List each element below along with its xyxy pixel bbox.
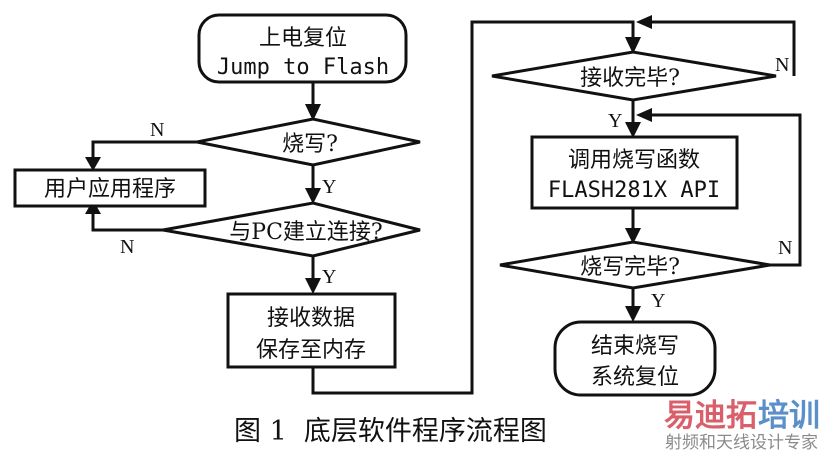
end-line2: 系统复位: [591, 365, 679, 390]
label-connect-yes: Y: [322, 266, 336, 288]
receive-data-box: [226, 292, 397, 369]
arrowhead: [625, 228, 641, 244]
arrowhead: [636, 15, 652, 29]
call-burn-line1: 调用烧写函数: [568, 148, 700, 173]
receive-done-text: 接收完毕?: [580, 66, 680, 91]
label-burn-done-yes: Y: [651, 290, 665, 312]
arrowhead: [85, 157, 101, 171]
connector-connect-no: [91, 205, 163, 232]
burn-decision-text: 烧写?: [282, 132, 338, 157]
user-app-text: 用户应用程序: [44, 177, 176, 202]
start-line1: 上电复位: [259, 26, 347, 51]
label-receive-no: N: [775, 54, 789, 76]
watermark-tagline: 射频和天线设计专家: [665, 433, 818, 453]
connect-decision: [162, 201, 421, 258]
label-connect-no: N: [120, 236, 134, 258]
connector-receive-done-no: [645, 20, 796, 76]
receive-done-decision: [491, 50, 777, 102]
arrowhead: [625, 306, 641, 322]
connector-burn-done-no: [645, 113, 802, 267]
burn-done-decision: [499, 240, 771, 290]
call-burn-box: [530, 135, 739, 210]
receive-data-line1: 接收数据: [267, 306, 355, 331]
arrowhead: [636, 108, 652, 122]
watermark-brand-part2: 培训: [758, 398, 820, 434]
label-burn-yes: Y: [322, 176, 336, 198]
watermark-logo: 易迪拓 培训 射频和天线设计专家: [664, 398, 820, 453]
label-burn-no: N: [150, 119, 164, 141]
arrowhead: [305, 278, 321, 294]
figure-caption: 图 1 底层软件程序流程图: [234, 416, 547, 447]
start-terminal: [197, 13, 408, 84]
label-burn-done-no: N: [778, 237, 792, 259]
end-terminal: [553, 320, 717, 397]
arrowhead: [305, 104, 321, 121]
burn-done-text: 烧写完毕?: [580, 255, 680, 280]
user-app-box: [13, 168, 207, 208]
start-line2: Jump to Flash: [217, 55, 389, 80]
connector-burn-no: [91, 140, 197, 165]
connect-decision-text: 与PC建立连接?: [229, 220, 382, 245]
receive-data-line2: 保存至内存: [256, 338, 366, 363]
end-line1: 结束烧写: [591, 334, 679, 359]
burn-decision: [196, 117, 421, 167]
label-receive-yes: Y: [608, 110, 622, 132]
arrowhead: [305, 188, 321, 204]
call-burn-line2: FLASH281X API: [548, 178, 720, 203]
arrowhead: [625, 122, 641, 138]
arrowhead: [625, 37, 641, 54]
watermark-brand-part1: 易迪拓: [664, 398, 757, 434]
connector-receive-to-column: [311, 20, 635, 395]
